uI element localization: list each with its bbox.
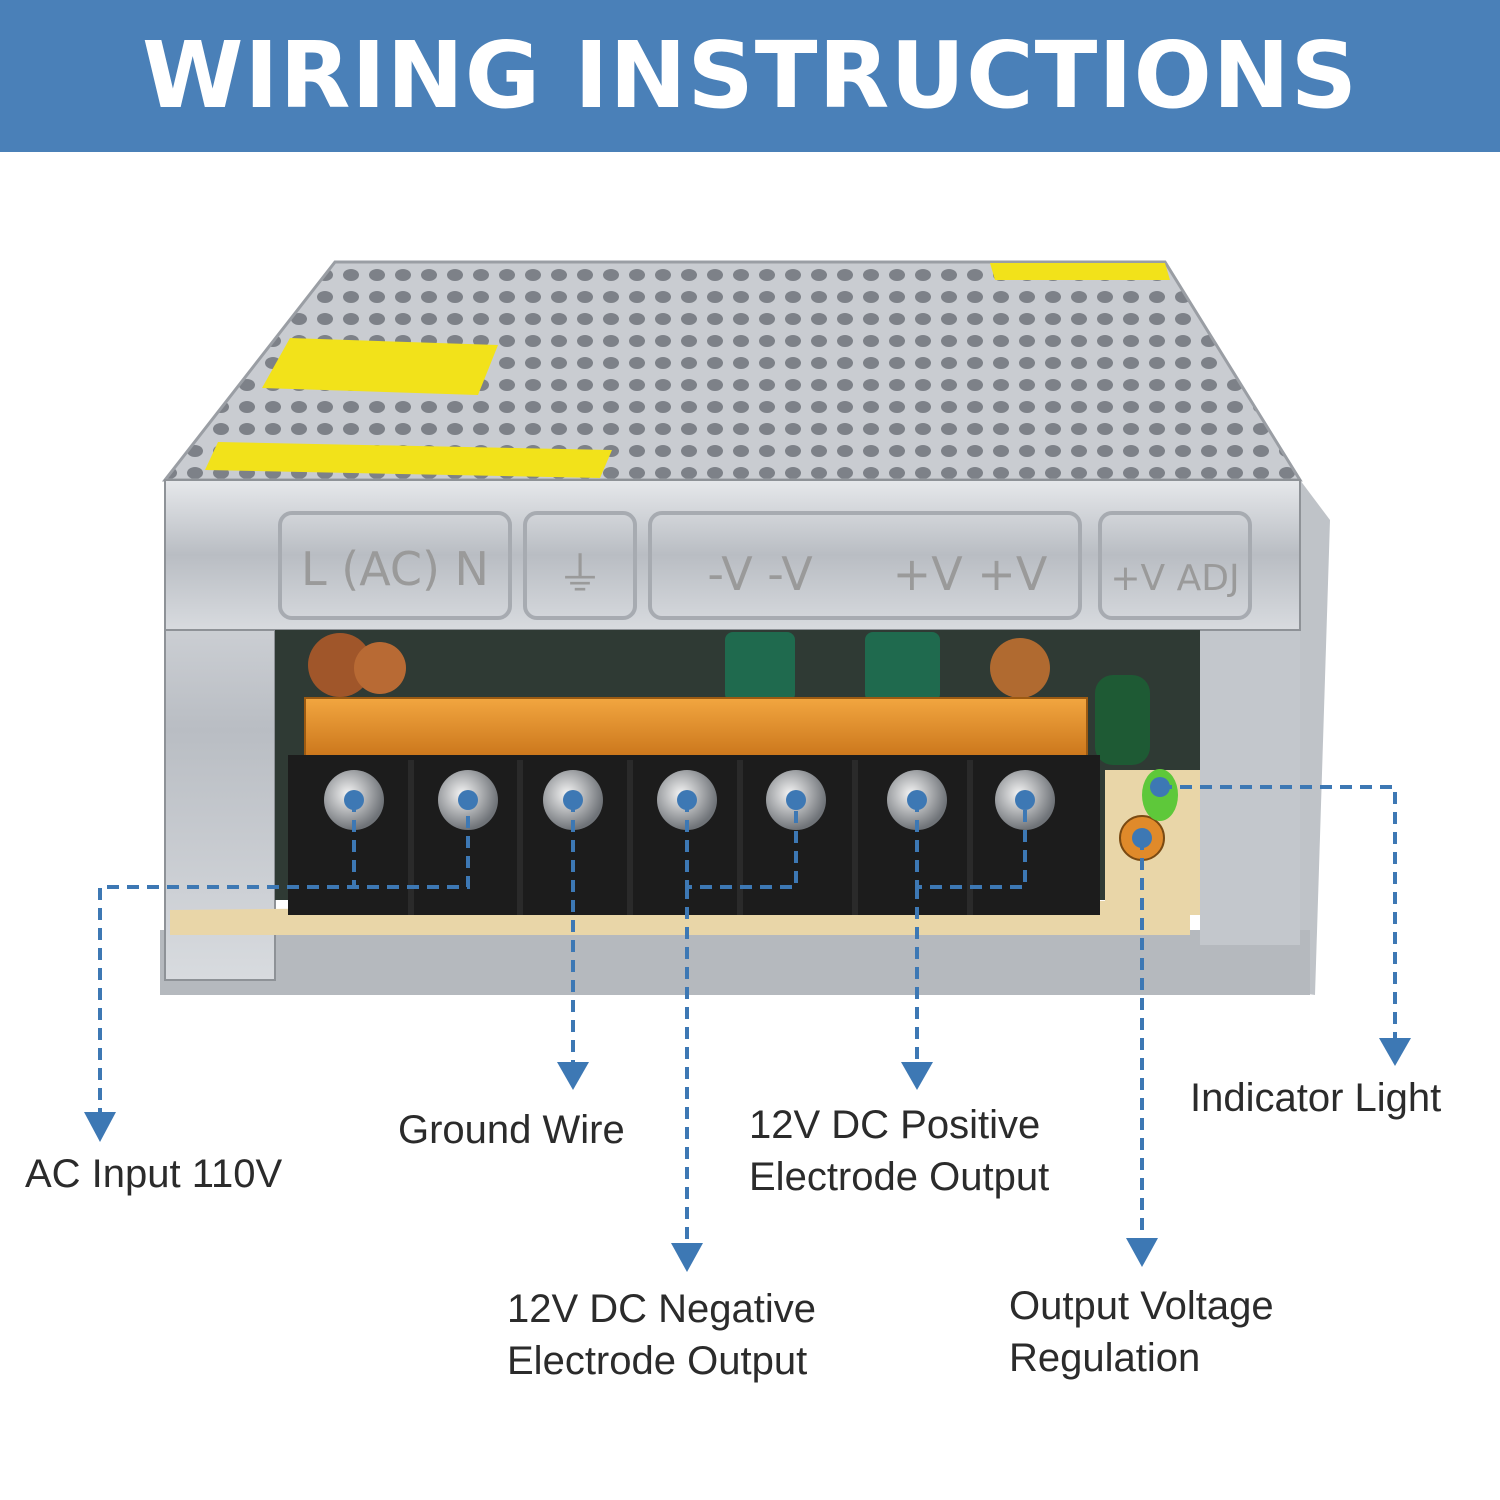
top-right-sticker [990, 263, 1170, 280]
label-regulation-line-2: Regulation [1009, 1336, 1201, 1380]
marking-positive: +V +V [893, 547, 1048, 601]
terminal-cover [304, 697, 1088, 761]
caution-label-2 [205, 442, 612, 478]
label-ac-input: AC Input 110V [25, 1152, 283, 1196]
bottom-case [160, 930, 1310, 995]
label-positive-line-1: 12V DC Positive [749, 1103, 1041, 1147]
label-negative-line-2: Electrode Output [507, 1339, 808, 1383]
label-ground-wire: Ground Wire [398, 1108, 625, 1152]
callout-dots [344, 777, 1170, 848]
label-positive-output: 12V DC Positive Electrode Output [749, 1099, 1049, 1203]
front-face-panel [164, 479, 1301, 631]
label-indicator-light: Indicator Light [1190, 1076, 1442, 1120]
label-positive-line-2: Electrode Output [749, 1155, 1050, 1199]
callout-arrowheads [84, 1038, 1411, 1272]
marking-adjust: +V ADJ [1110, 558, 1239, 599]
label-negative-output: 12V DC Negative Electrode Output [507, 1283, 816, 1387]
marking-ground: ⏚ [557, 547, 603, 601]
caution-label-1 [262, 338, 498, 395]
callout-lines [98, 785, 1397, 1250]
page-title: WIRING INSTRUCTIONS [141, 22, 1359, 129]
header-banner: WIRING INSTRUCTIONS [0, 0, 1500, 152]
label-regulation-line-1: Output Voltage [1009, 1284, 1274, 1328]
marking-negative: -V -V [707, 547, 813, 601]
marking-ac: L (AC) N [301, 542, 489, 596]
label-voltage-regulation: Output Voltage Regulation [1009, 1280, 1274, 1384]
label-negative-line-1: 12V DC Negative [507, 1287, 817, 1331]
